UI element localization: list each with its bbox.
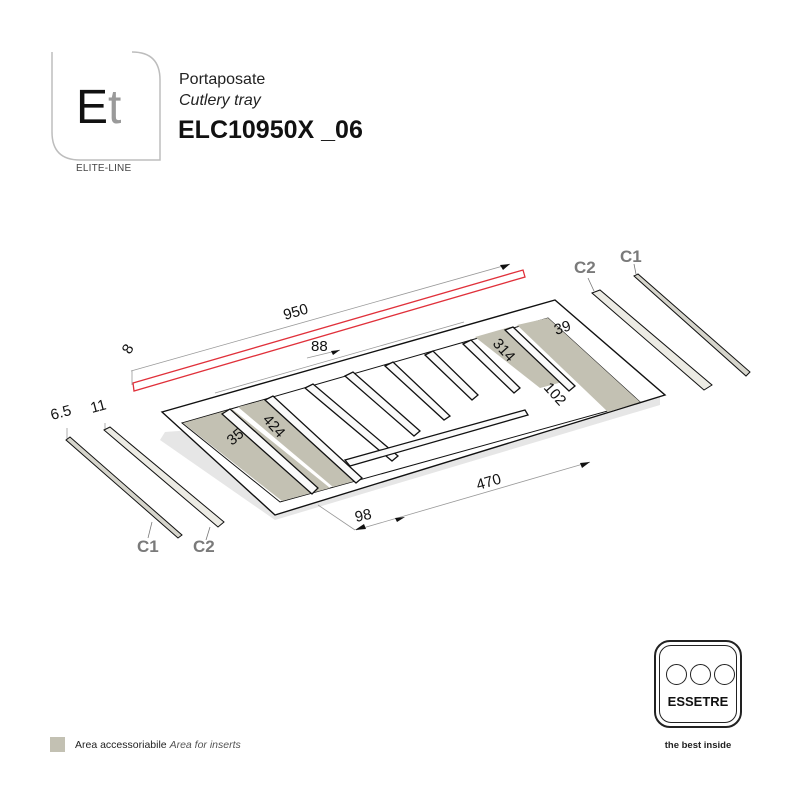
callout-c1-left: C1 xyxy=(137,537,159,556)
essetre-logo-box: ESSETRE xyxy=(654,640,742,728)
tray-dividers xyxy=(220,326,576,495)
dim-6-5: 6.5 xyxy=(49,402,74,424)
profile-c1-left xyxy=(65,436,183,539)
insert-area-swatch xyxy=(50,737,65,752)
dimension-lines xyxy=(66,263,591,531)
dim-950: 950 xyxy=(281,301,310,324)
dim-98: 98 xyxy=(353,506,373,526)
profile-c2-right xyxy=(591,289,713,391)
elite-line-logo-frame xyxy=(50,50,161,161)
product-name-english: Cutlery tray xyxy=(179,92,261,109)
callout-c2-right: C2 xyxy=(574,258,596,277)
dim-470: 470 xyxy=(474,471,503,494)
profile-c2-left xyxy=(103,426,225,528)
legend-label-english: Area for inserts xyxy=(169,738,241,751)
insert-area-right-2 xyxy=(517,318,640,412)
insert-area-right-1 xyxy=(475,327,570,388)
essetre-logo-inner-frame xyxy=(659,645,737,723)
essetre-circles-icon xyxy=(666,664,735,685)
logo-letter-e: E xyxy=(76,81,109,134)
dim-39: 39 xyxy=(552,317,573,338)
logo-outline-icon xyxy=(51,51,161,161)
legend-label-italian: Area accessoriabile xyxy=(75,738,167,751)
legend: Area accessoriabile Area for inserts xyxy=(50,737,241,752)
dimension-arrows xyxy=(331,264,590,530)
essetre-logo: ESSETRE the best inside xyxy=(654,640,746,751)
dim-88: 88 xyxy=(311,338,328,355)
dim-8: 8 xyxy=(119,341,138,357)
product-name-italian: Portaposate xyxy=(179,71,266,88)
logo-letter-t: t xyxy=(108,81,122,134)
highlighted-rail xyxy=(132,269,526,392)
callout-leaders xyxy=(147,263,637,541)
insert-area-left-2 xyxy=(238,399,362,487)
profile-c1-right xyxy=(633,273,751,377)
dim-11: 11 xyxy=(89,396,108,416)
elite-line-logo: Et xyxy=(76,84,121,132)
manufacturer-name: ESSETRE xyxy=(667,694,729,709)
logo-caption: ELITE-LINE xyxy=(76,163,132,174)
callout-c2-left: C2 xyxy=(193,537,215,556)
manufacturer-tagline: the best inside xyxy=(664,740,732,751)
legend-text: Area accessoriabile Area for inserts xyxy=(75,739,241,751)
product-code: ELC10950X _06 xyxy=(178,116,363,144)
callout-c1-right: C1 xyxy=(620,247,642,266)
